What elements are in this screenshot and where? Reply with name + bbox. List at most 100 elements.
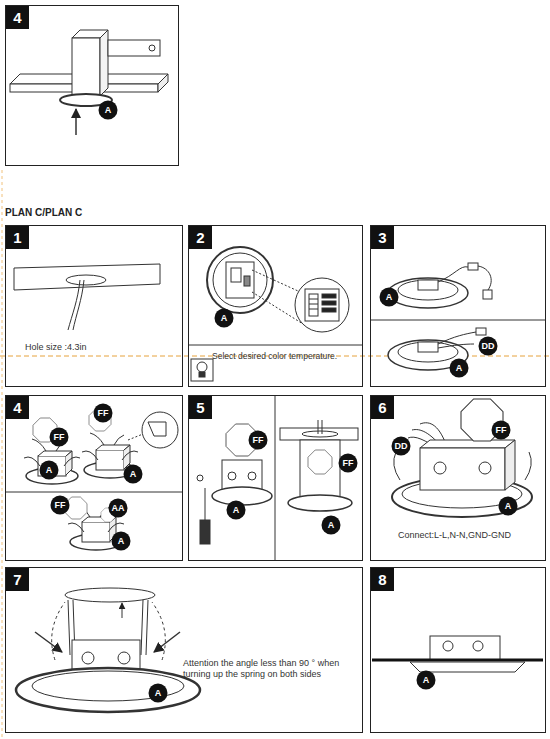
wiring-box	[392, 399, 532, 517]
callout-letter: FF	[491, 420, 511, 440]
step-panel: 8A	[370, 567, 546, 733]
junction-assembly-part	[148, 422, 166, 436]
callout-circle: A	[123, 464, 143, 484]
callout-circle: FF	[93, 403, 113, 423]
callout-letter: A	[226, 500, 246, 520]
callout-disc	[499, 497, 518, 516]
callout-letter: FF	[338, 453, 358, 473]
step-number: 4	[6, 396, 29, 419]
joist-install-part	[158, 74, 168, 92]
spring-clip	[16, 588, 200, 712]
step-panel: 5FF A FF A	[188, 395, 363, 561]
finished-install-part	[372, 659, 543, 662]
step-panel: 3ADDA	[370, 225, 546, 387]
wiring-box-part	[505, 440, 515, 490]
cct-switch-part	[244, 276, 250, 286]
step-panel: 4FFFFAAFFAAA	[5, 395, 183, 561]
cct-switch-part	[322, 301, 336, 305]
callout-disc	[94, 404, 113, 423]
spring-clip-part	[82, 652, 94, 664]
joist-install-part	[75, 109, 77, 135]
margin-guide	[2, 170, 3, 739]
step-panel: 1Hole size :4.3in	[5, 225, 183, 387]
box-mount-part	[300, 440, 340, 498]
callout-disc	[227, 501, 246, 520]
callout-circle: A	[98, 100, 118, 120]
wire-connector-part	[483, 290, 492, 299]
box-mount-part	[212, 487, 272, 505]
step-number: 5	[189, 396, 212, 419]
wire-connector-part	[388, 278, 468, 308]
callout-disc	[40, 461, 59, 480]
callout-circle: AA	[108, 498, 128, 518]
callout-disc	[380, 288, 399, 307]
callout-disc	[112, 532, 131, 551]
callout-circle: A	[416, 670, 436, 690]
box-mount-part	[308, 450, 332, 474]
instruction-caption: Attention the angle less than 90 ° when …	[183, 658, 351, 681]
wire-connector-part	[438, 344, 474, 348]
callout-letter: DD	[478, 336, 498, 356]
box-mount-part	[197, 475, 203, 481]
wire-connector-part	[370, 320, 545, 321]
callout-letter: AA	[108, 498, 128, 518]
finished-install-part	[443, 641, 453, 651]
ceiling-hole-part	[14, 264, 160, 290]
callout-letter: FF	[50, 495, 70, 515]
callout-disc	[50, 428, 69, 447]
callout-letter: A	[498, 496, 518, 516]
callout-disc	[51, 496, 70, 515]
wiring-box-part	[434, 462, 446, 474]
callout-disc	[215, 309, 234, 328]
callout-disc	[417, 671, 436, 690]
callout-circle: FF	[50, 495, 70, 515]
callout-disc	[109, 499, 128, 518]
joist-install	[10, 30, 168, 135]
wire-connector	[370, 263, 545, 370]
callout-letter: FF	[93, 403, 113, 423]
callout-letter: FF	[248, 430, 268, 450]
wire-connector-part	[438, 332, 476, 344]
callout-disc	[450, 359, 469, 378]
callout-circle: A	[321, 515, 341, 535]
cct-switch	[188, 247, 362, 381]
step-panel: 2Select desired color temperature.A	[188, 225, 363, 387]
finished-install	[372, 636, 543, 672]
spring-clip-part	[122, 603, 123, 618]
cct-switch-part	[309, 299, 318, 309]
callout-disc	[124, 465, 143, 484]
step-panel: 4A	[5, 5, 179, 166]
wire-connector-part	[468, 263, 478, 270]
cct-switch-part	[199, 372, 205, 377]
box-mount-part	[280, 428, 358, 440]
ceiling-hole	[14, 264, 160, 330]
callout-letter: A	[123, 464, 143, 484]
cct-switch-part	[252, 270, 298, 291]
cct-switch-part	[197, 362, 207, 372]
wire-connector-part	[438, 267, 468, 282]
box-mount-part	[318, 420, 322, 434]
cct-switch-part	[322, 308, 336, 312]
spring-clip-part	[16, 668, 200, 712]
finished-install-part	[430, 636, 500, 660]
instruction-caption: Hole size :4.3in	[25, 342, 175, 353]
wiring-box-part	[394, 452, 532, 480]
joist-install-part	[72, 38, 100, 96]
callout-letter: A	[449, 358, 469, 378]
callout-disc	[479, 337, 498, 356]
callout-disc	[149, 684, 168, 703]
cct-switch-part	[309, 294, 318, 316]
spring-clip-part	[65, 588, 155, 602]
wire-connector-part	[418, 342, 438, 352]
callout-circle: A	[148, 683, 168, 703]
cct-switch-part	[213, 253, 267, 307]
cct-switch-part	[295, 278, 349, 332]
box-mount-part	[275, 395, 276, 561]
step-number: 6	[371, 396, 394, 419]
spring-clip-part	[35, 632, 62, 652]
callout-circle: A	[226, 500, 246, 520]
cct-switch-part	[231, 268, 241, 282]
callout-circle: DD	[478, 336, 498, 356]
joist-install-part	[149, 45, 155, 51]
